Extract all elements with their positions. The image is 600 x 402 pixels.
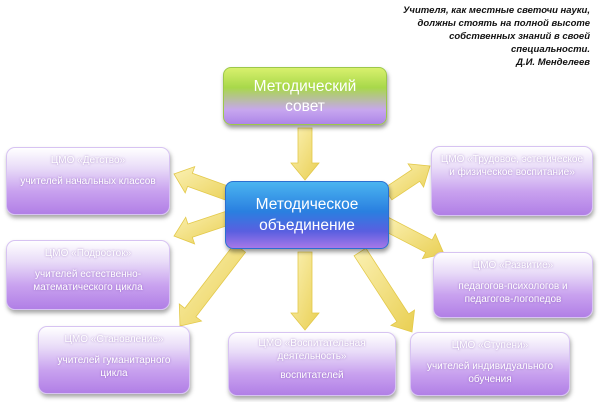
unit-subtitle: учителей начальных классов	[20, 176, 156, 187]
quote-line-1: Учителя, как местные светочи науки,	[402, 5, 590, 16]
unit-box-detstvo: ЦМО «Детство» учителей начальных классов	[6, 147, 170, 215]
arrow-council-to-union	[290, 127, 320, 181]
unit-title: ЦМО «Подросток»	[44, 248, 132, 259]
arrow-to-razvitie	[382, 217, 445, 260]
quote-line-3: собственных знаний в своей	[449, 31, 590, 42]
unit-subtitle: педагогов-психологов и педагогов-логопед…	[458, 281, 568, 305]
arrow-layer	[173, 127, 445, 333]
unit-title: ЦМО «Воспитательная деятельность»	[258, 338, 366, 362]
methodical-union-node: Методическое объединение	[225, 181, 389, 249]
council-line-1: Методический	[253, 78, 357, 95]
quote-line-2: должны стоять на полной высоте	[417, 18, 590, 29]
unit-title: ЦМО «Ступени»	[451, 340, 529, 351]
arrow-to-trudovoe	[383, 163, 431, 201]
union-line-1: Методическое	[255, 196, 359, 213]
unit-subtitle: воспитателей	[280, 370, 344, 381]
arrow-to-vospitatelnaya	[290, 251, 320, 331]
unit-subtitle: учителей индивидуального обучения	[426, 361, 554, 385]
unit-subtitle: учителей естественно-математического цик…	[33, 269, 143, 293]
unit-title: ЦМО «Детство»	[50, 155, 126, 166]
unit-box-stupeni: ЦМО «Ступени» учителей индивидуального о…	[410, 332, 570, 396]
unit-box-stanovlenie: ЦМО «Становление» учителей гуманитарного…	[38, 326, 190, 394]
council-line-2: совет	[285, 98, 325, 115]
arrow-to-stanovlenie	[178, 243, 247, 327]
unit-box-razvitie: ЦМО «Развитие» педагогов-психологов и пе…	[433, 252, 593, 318]
methodical-council-node: Методический совет	[223, 67, 387, 125]
unit-title: ЦМО «Становление»	[64, 334, 164, 345]
union-line-2: объединение	[259, 217, 355, 234]
unit-subtitle: учителей гуманитарного цикла	[57, 355, 171, 379]
arrow-to-podrostok	[173, 210, 231, 245]
unit-box-podrostok: ЦМО «Подросток» учителей естественно-мат…	[6, 240, 170, 310]
unit-title: ЦМО «Трудовое, эстетическое и физическое…	[440, 154, 584, 178]
quote-author: Д.И. Менделеев	[516, 57, 590, 68]
epigraph-quote: Учителя, как местные светочи науки, долж…	[370, 4, 590, 69]
unit-box-vospitatelnaya: ЦМО «Воспитательная деятельность» воспит…	[228, 332, 396, 396]
unit-box-trudovoe: ЦМО «Трудовое, эстетическое и физическое…	[431, 146, 593, 216]
arrow-to-stupeni	[353, 247, 415, 333]
quote-line-4: специальности.	[511, 44, 590, 55]
unit-title: ЦМО «Развитие»	[472, 260, 554, 271]
